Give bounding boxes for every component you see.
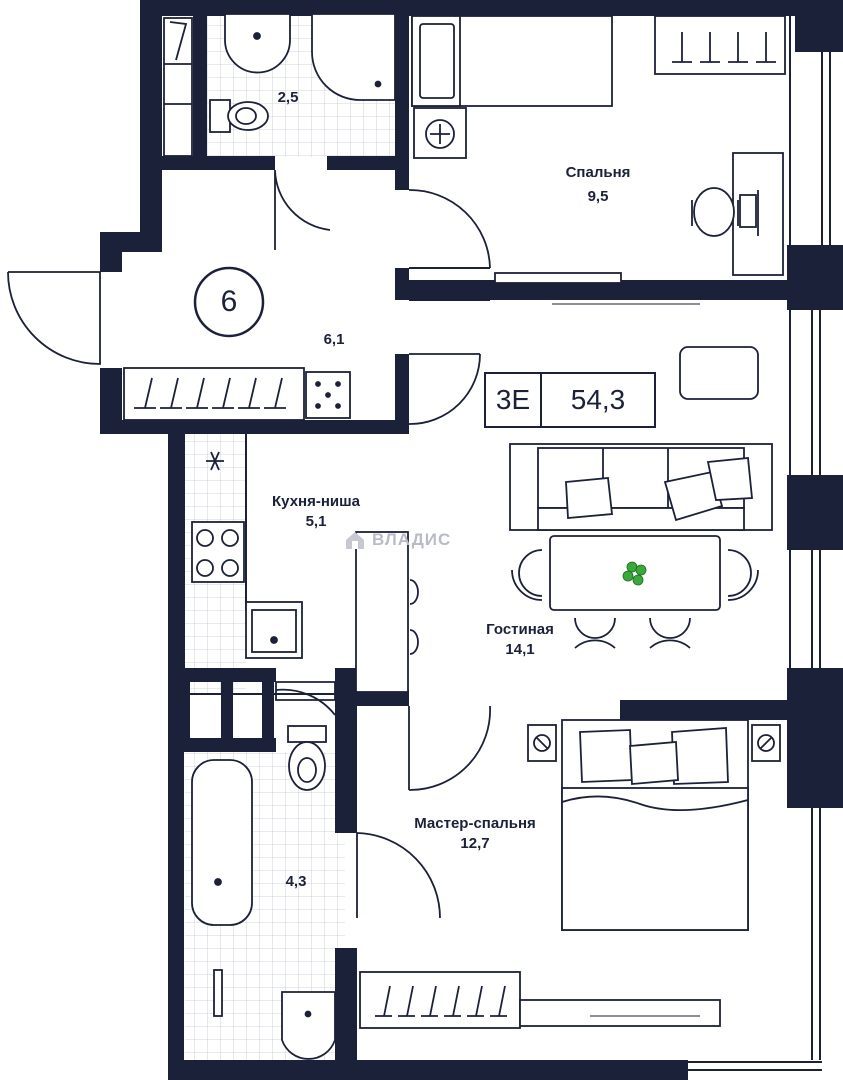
small-bath-fixtures [163, 13, 396, 157]
house-logo-icon [346, 532, 364, 549]
kitchen-area: 5,1 [305, 513, 327, 530]
unit-number-circle [193, 266, 265, 338]
doors [7, 169, 491, 919]
partitions [183, 267, 791, 700]
walls [100, 0, 843, 1080]
bathroom-small-label: 2,5 [268, 88, 308, 108]
watermark: ВЛАДИС [344, 528, 451, 552]
master-name: Мастер-спальня [414, 815, 536, 832]
hall-area: 6,1 [323, 331, 345, 348]
bathroom-large-label: 4,3 [276, 872, 316, 892]
apartment-total-area: 54,3 [570, 384, 626, 415]
apartment-type: 3Е [486, 374, 542, 426]
large-bath-fixtures [191, 681, 336, 1060]
apartment-type-badge: 3Е 54,3 [484, 372, 656, 428]
bedroom-area: 9,5 [587, 188, 609, 205]
master-fixtures [359, 719, 781, 1029]
kitchen-fixtures [191, 451, 419, 693]
kitchen-label: Кухня-ниша 5,1 [258, 492, 374, 532]
living-name: Гостиная [486, 621, 554, 638]
kitchen-name: Кухня-ниша [272, 493, 360, 510]
living-area: 14,1 [505, 641, 535, 658]
living-label: Гостиная 14,1 [462, 620, 578, 660]
living-fixtures [509, 303, 773, 649]
bathroom-small-area: 2,5 [277, 89, 299, 106]
master-area: 12,7 [460, 835, 490, 852]
plant-icon [622, 561, 647, 586]
bedroom-fixtures [411, 15, 786, 284]
watermark-text: ВЛАДИС [372, 530, 452, 549]
bedroom-label: Спальня 9,5 [538, 163, 658, 207]
hall-wardrobe [123, 367, 351, 421]
bedroom-name: Спальня [565, 164, 631, 181]
windows [688, 12, 831, 1071]
bathroom-large-area: 4,3 [285, 873, 307, 890]
unit-number: 6 [220, 285, 238, 318]
master-label: Мастер-спальня 12,7 [385, 814, 565, 854]
hall-label: 6,1 [314, 330, 354, 350]
